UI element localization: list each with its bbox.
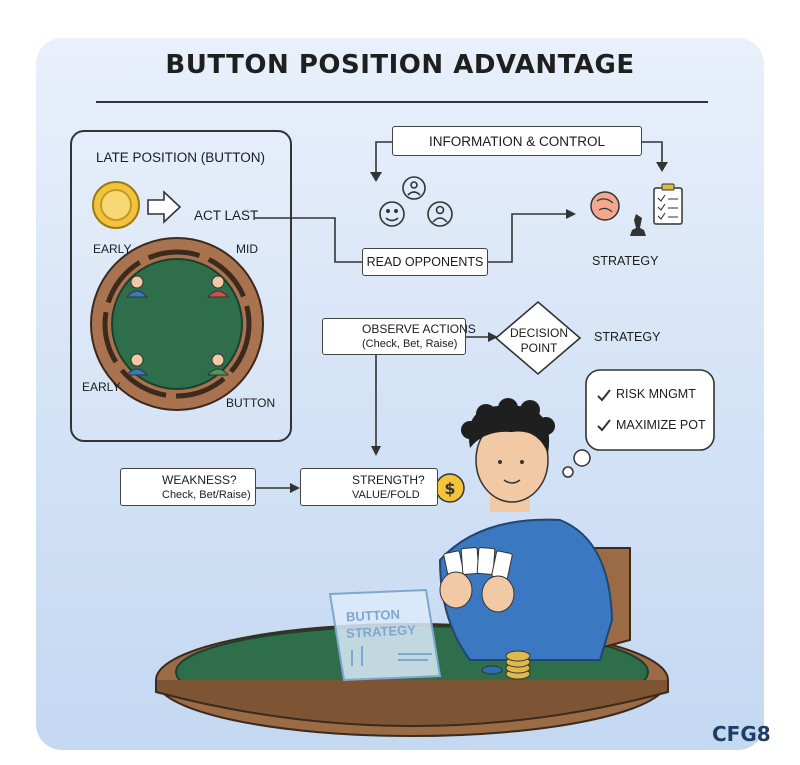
svg-text:$: $ xyxy=(444,479,455,498)
read-opponents-box: READ OPPONENTS xyxy=(362,248,488,276)
opponent-faces-icon xyxy=(379,176,453,227)
table-chips xyxy=(481,650,531,680)
player-avatar-icon xyxy=(206,275,230,298)
seat-label-early-top: EARLY xyxy=(93,242,132,256)
seat-label-button: BUTTON xyxy=(226,396,276,410)
check-icon xyxy=(597,389,611,402)
dealer-button-icon xyxy=(92,181,140,229)
strength-detail: VALUE/FOLD xyxy=(352,489,420,501)
observe-actions-box xyxy=(322,318,466,355)
chess-piece-icon xyxy=(630,214,646,236)
seat-label-mid: MID xyxy=(236,242,258,256)
observe-actions-detail: (Check, Bet, Raise) xyxy=(362,338,458,350)
page-title: BUTTON POSITION ADVANTAGE xyxy=(165,50,635,80)
seat-label-early-bottom: EARLY xyxy=(82,380,121,394)
clipboard-icon xyxy=(653,183,683,225)
check-icon xyxy=(597,419,611,432)
strength-title: STRENGTH? xyxy=(352,473,425,487)
player-avatar-icon xyxy=(125,353,149,376)
late-position-heading: LATE POSITION (BUTTON) xyxy=(96,150,266,165)
player-avatar-icon xyxy=(206,353,230,376)
strategy-label-mid: STRATEGY xyxy=(594,330,661,344)
weakness-title: WEAKNESS? xyxy=(162,473,237,487)
watermark-logo: CFG8 xyxy=(712,722,771,746)
decision-diamond xyxy=(494,300,582,376)
information-control-box: INFORMATION & CONTROL xyxy=(392,126,642,156)
playing-card-icon xyxy=(460,547,480,575)
strength-box xyxy=(300,468,438,506)
title-divider xyxy=(96,101,708,103)
act-last-label: ACT LAST xyxy=(194,208,259,223)
observe-actions-title: OBSERVE ACTIONS xyxy=(362,322,476,336)
playing-card-icon xyxy=(476,547,496,575)
player-avatar-icon xyxy=(125,275,149,298)
weakness-detail: Check, Bet/Raise) xyxy=(162,489,251,501)
player-character xyxy=(438,398,614,661)
risk-management-item: RISK MNGMT xyxy=(616,387,696,401)
maximize-pot-item: MAXIMIZE POT xyxy=(616,418,706,432)
strategy-label-top: STRATEGY xyxy=(592,254,659,268)
brain-icon xyxy=(590,191,620,221)
arrow-right-icon xyxy=(147,190,182,224)
decision-point-line2: POINT xyxy=(520,341,558,355)
dollar-coin-icon: $ xyxy=(435,473,465,503)
tablet-title-line1: BUTTON xyxy=(345,606,401,625)
weakness-box xyxy=(120,468,256,506)
thought-bubble xyxy=(562,369,715,478)
decision-point-line1: DECISION xyxy=(509,326,568,340)
strategy-tablet xyxy=(328,588,442,682)
